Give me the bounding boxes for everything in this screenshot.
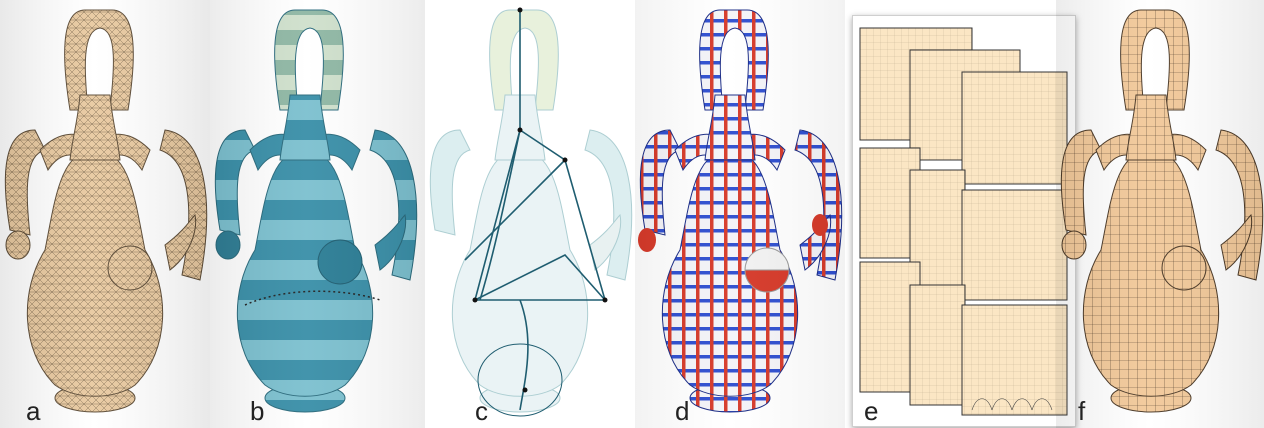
panel-a: a	[0, 0, 210, 428]
panel-c: c	[425, 0, 635, 428]
panel-label-a: a	[26, 398, 40, 424]
panel-label-d: d	[675, 398, 689, 424]
panel-f-render	[1056, 0, 1264, 428]
panel-e: e	[852, 0, 1077, 428]
panel-d-render	[635, 0, 845, 428]
panel-d: d	[635, 0, 845, 428]
panel-label-f: f	[1078, 398, 1085, 424]
panel-label-b: b	[250, 398, 264, 424]
panel-b: b	[210, 0, 425, 428]
panel-a-render	[0, 0, 210, 428]
panel-b-render	[210, 0, 425, 428]
panel-e-render	[852, 0, 1077, 428]
panel-label-e: e	[864, 398, 878, 424]
panel-label-c: c	[475, 398, 488, 424]
panel-f: f	[1056, 0, 1264, 428]
panel-c-render	[425, 0, 635, 428]
